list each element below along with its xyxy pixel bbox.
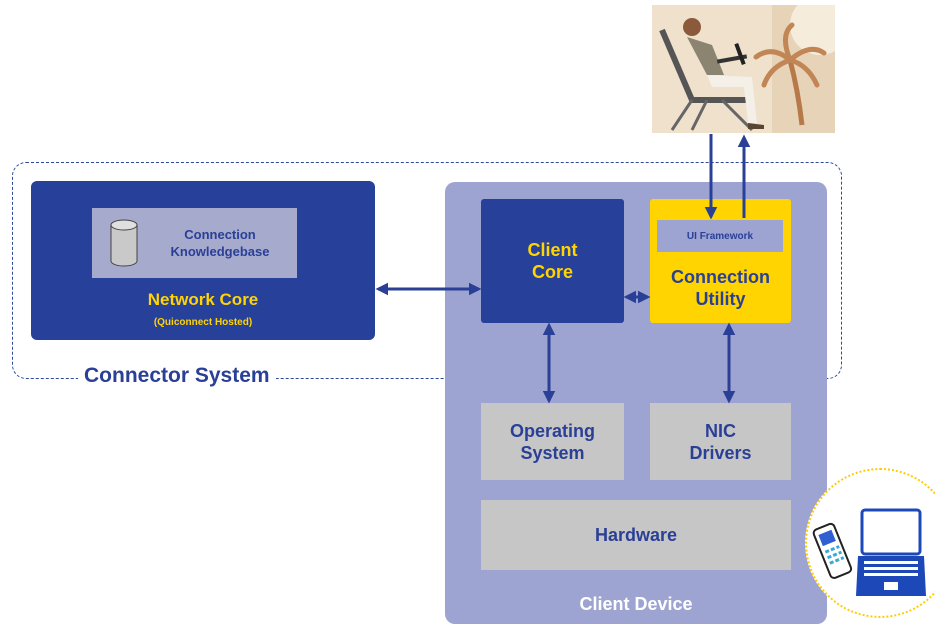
client-core-line2: Core (531, 262, 573, 282)
knowledgebase-line1: Connection (184, 227, 256, 242)
operating-system-box: Operating System (481, 403, 624, 480)
hardware-box: Hardware (481, 500, 791, 570)
nic-drivers-box: NIC Drivers (650, 403, 791, 480)
palm-tree-icon (753, 22, 827, 126)
network-core-title: Network Core (147, 290, 259, 309)
connection-utility-box (650, 199, 791, 323)
connection-utility-label: Connection Utility (650, 262, 791, 314)
nic-drivers-line1: NIC (705, 420, 736, 441)
connection-utility-line2: Utility (695, 289, 746, 309)
knowledgebase-label: Connection Knowledgebase (150, 216, 290, 270)
connector-system-boundary (12, 162, 842, 379)
knowledgebase-line2: Knowledgebase (170, 244, 270, 259)
connection-utility-line1: Connection (671, 267, 770, 287)
client-device-label: Client Device (579, 594, 693, 614)
client-core-box: Client Core (481, 199, 624, 323)
connector-system-label: Connector System (78, 364, 276, 388)
operating-system-line2: System (520, 442, 585, 463)
operating-system-line1: Operating (509, 420, 595, 441)
user-with-laptop-illustration (652, 5, 835, 133)
nic-drivers-line2: Drivers (689, 442, 752, 463)
network-core-subtitle: (Quiconnect Hosted) (153, 317, 253, 328)
ui-framework-box: UI Framework (657, 220, 783, 252)
client-core-line1: Client (527, 240, 578, 260)
